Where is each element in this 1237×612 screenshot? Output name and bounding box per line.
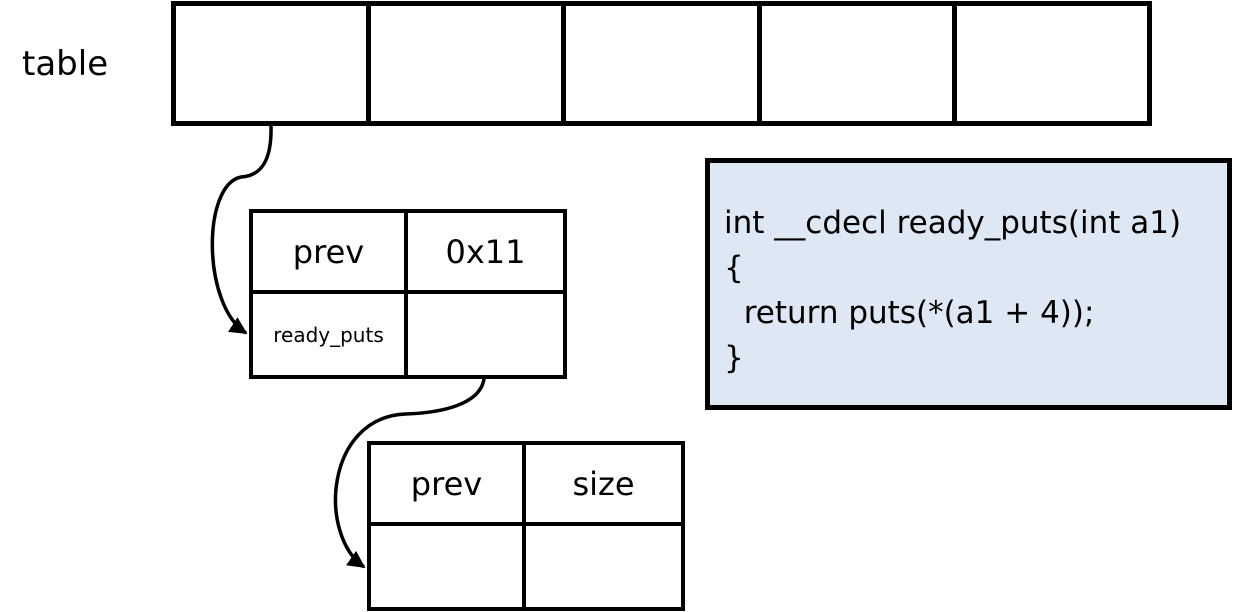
code-line-open-brace: { [724,250,744,286]
table-slot-1 [366,6,561,121]
table-slot-2 [561,6,756,121]
chunk-b-data-field-0 [371,526,526,607]
chunk-a-prev-field: prev [253,213,408,294]
code-line-close-brace: } [724,340,744,376]
chunk-a-size-field: 0x11 [408,213,563,294]
chunk-ready-puts: prev 0x11 ready_puts [249,209,567,379]
chunk-b-prev-field: prev [371,445,526,526]
chunk-a-string-pointer-field [408,294,563,375]
code-snippet-box: int __cdecl ready_puts(int a1) { return … [705,158,1232,410]
code-line-return: return puts(*(a1 + 4)); [724,295,1095,331]
table-slot-0 [176,6,366,121]
table-label: table [22,44,109,84]
table-slot-3 [756,6,952,121]
chunk-string: prev size [367,441,685,611]
chunk-b-data-field-1 [526,526,681,607]
table-slot-4 [951,6,1147,121]
chunk-a-func-pointer-field: ready_puts [253,294,408,375]
table-array [171,1,1152,126]
code-line-signature: int __cdecl ready_puts(int a1) [724,205,1182,241]
chunk-b-size-field: size [526,445,681,526]
